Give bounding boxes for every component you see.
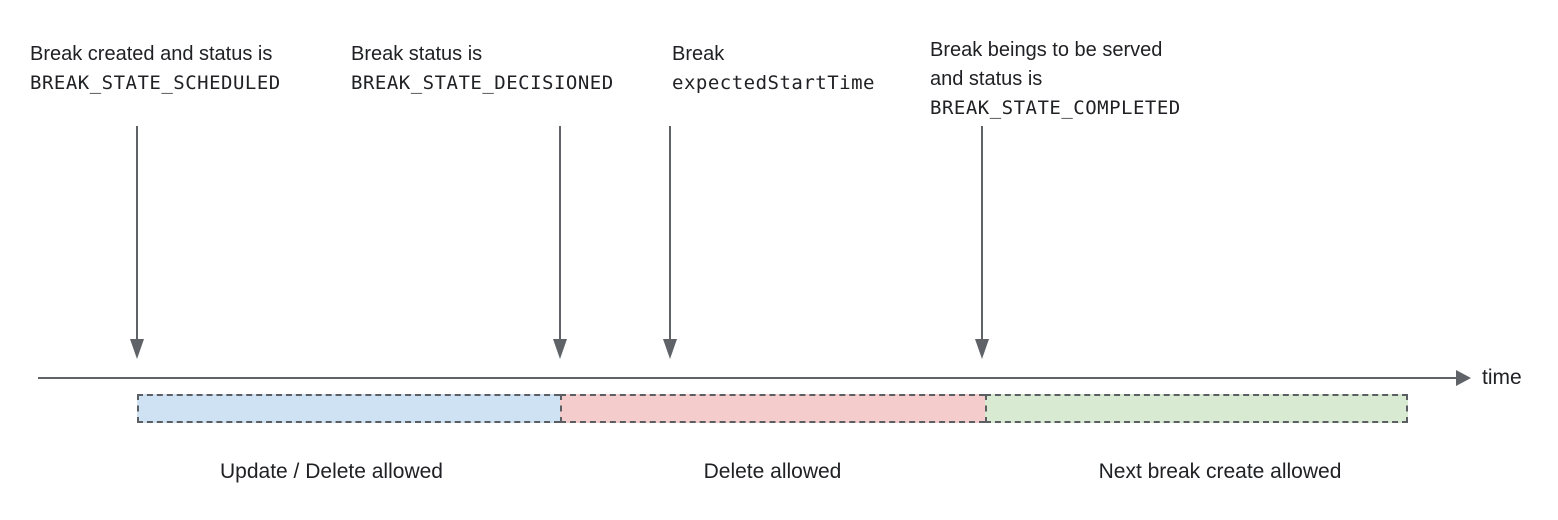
- annotation-code-break-state-scheduled: BREAK_STATE_SCHEDULED: [30, 72, 281, 94]
- arrowhead-down-icon: [553, 339, 567, 359]
- segment-label-update-delete: Update / Delete allowed: [220, 460, 443, 483]
- annotation-break-completed: Break beings to be served and status is …: [930, 36, 1181, 123]
- arrowhead-down-icon: [663, 339, 677, 359]
- arrowhead-right-icon: [1456, 370, 1471, 386]
- segment-label-delete: Delete allowed: [703, 460, 842, 483]
- arrow-shaft: [669, 126, 671, 339]
- annotation-break-scheduled: Break created and status is BREAK_STATE_…: [30, 40, 281, 98]
- annotation-code-break-state-completed: BREAK_STATE_COMPLETED: [930, 97, 1181, 119]
- segment-delete-allowed: [560, 394, 985, 423]
- annotation-expected-start-time: Break expectedStartTime: [672, 40, 875, 98]
- annotation-text: Break created and status is: [30, 43, 273, 65]
- segment-update-delete-allowed: [137, 394, 560, 423]
- segment-label-next-break-create: Next break create allowed: [1098, 460, 1342, 483]
- time-axis-label: time: [1482, 366, 1522, 389]
- arrow-shaft: [559, 126, 561, 339]
- arrowhead-down-icon: [130, 339, 144, 359]
- annotation-code-break-state-decisioned: BREAK_STATE_DECISIONED: [351, 72, 614, 94]
- annotation-text: Break: [672, 43, 725, 65]
- annotation-break-decisioned: Break status is BREAK_STATE_DECISIONED: [351, 40, 614, 98]
- annotation-text: Break status is: [351, 43, 483, 65]
- annotation-text: and status is: [930, 68, 1043, 90]
- segment-next-break-create-allowed: [985, 394, 1408, 423]
- arrowhead-down-icon: [975, 339, 989, 359]
- annotation-code-expected-start-time: expectedStartTime: [672, 72, 875, 94]
- time-axis-line: [38, 377, 1458, 379]
- annotation-text: Break beings to be served: [930, 39, 1163, 61]
- arrow-shaft: [136, 126, 138, 339]
- arrow-shaft: [981, 126, 983, 339]
